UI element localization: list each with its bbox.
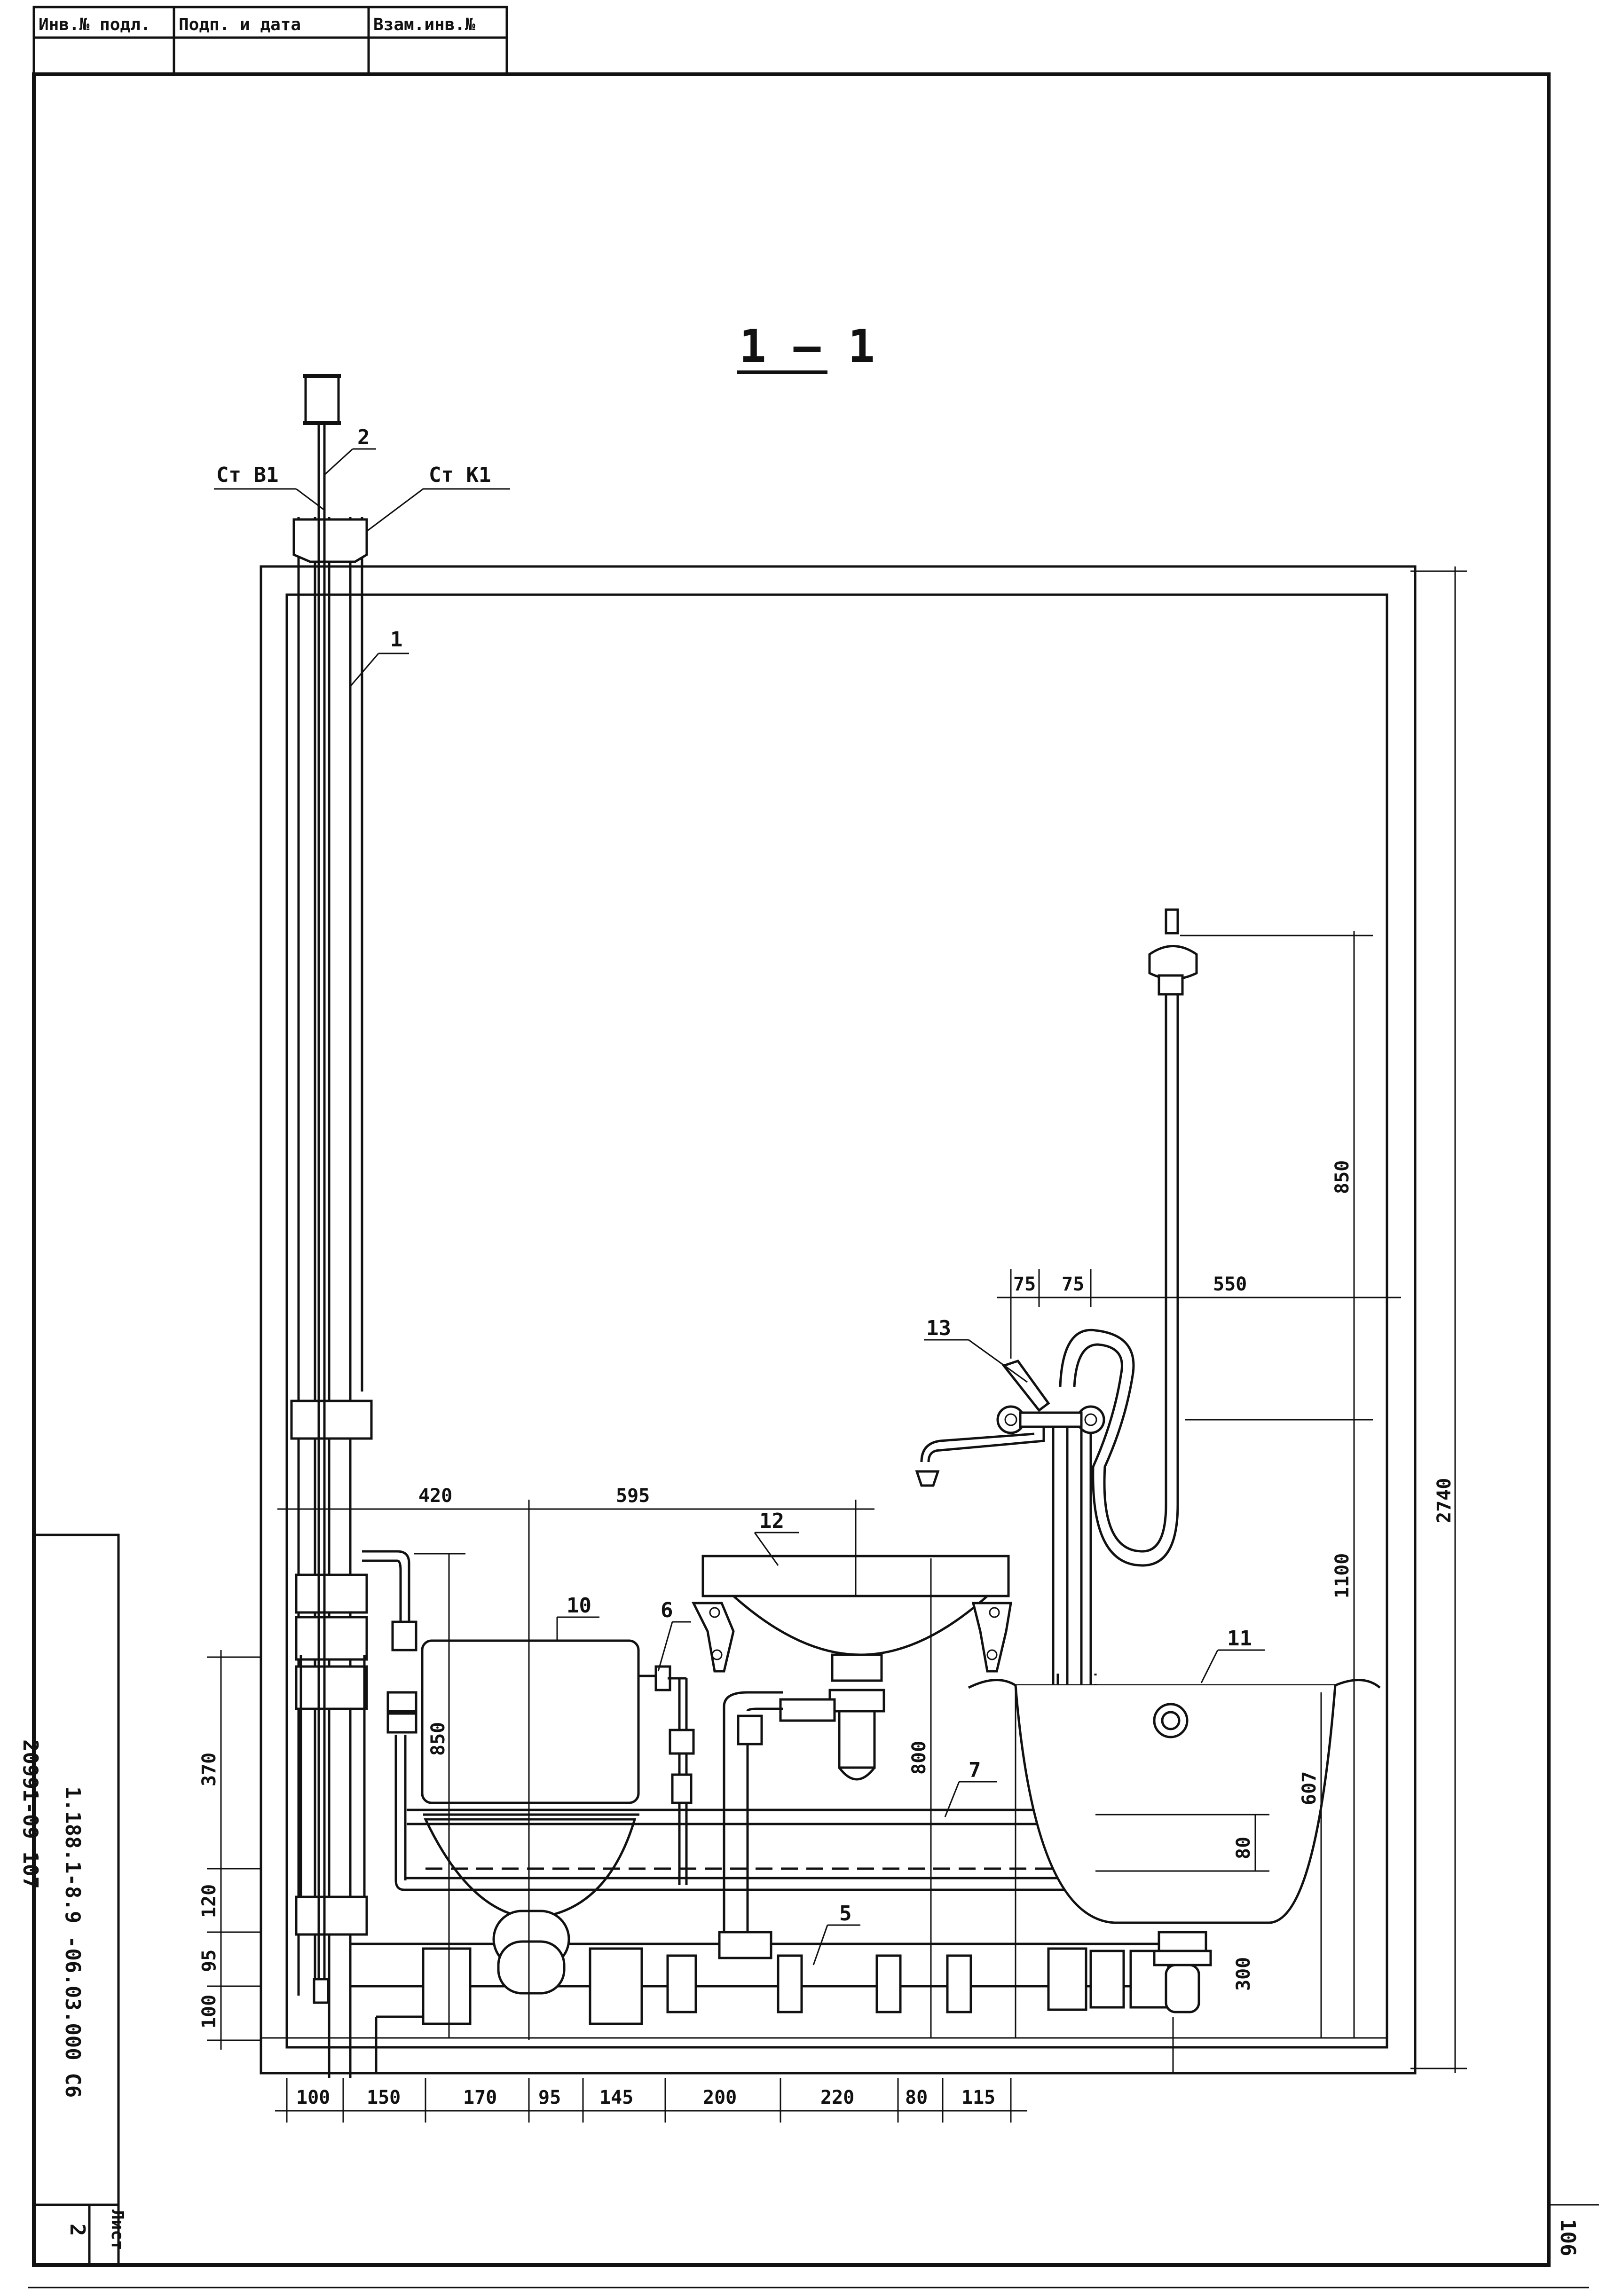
sewer-riser [290,517,373,2078]
dim-left-370: 370 [198,1753,220,1786]
shower-head [1148,908,1198,996]
callout-10: 10 [567,1594,591,1618]
dim-shower-550: 550 [1213,1274,1247,1295]
riser-label-sewer: Ст К1 [429,463,491,487]
dim-bottom-150: 150 [367,2087,401,2108]
dim-chain-shower [997,1269,1401,1359]
dim-right-850: 850 [1331,1160,1353,1194]
callout-6: 6 [661,1598,673,1622]
shower-assembly [915,978,1179,1685]
callouts [323,448,1265,1966]
header-cell-replace: Взам.инв.№ [373,15,475,34]
bathtub [968,1679,1381,2013]
header-stamp [32,6,508,76]
dim-bottom-95: 95 [538,2087,561,2108]
dim-left-95: 95 [198,1950,220,1972]
sewer-main-pipe [350,1942,1175,2073]
dim-chain-left [207,1650,261,2050]
dim-bottom-115: 115 [961,2087,995,2108]
stamp-code: 1.188.1-8.9 -06.03.000 С6 [61,1786,85,2098]
callout-2: 2 [357,425,370,449]
dim-right-300: 300 [1233,1957,1254,1991]
dim-shower-75b: 75 [1062,1274,1084,1295]
callout-11: 11 [1227,1627,1252,1651]
dim-right-607: 607 [1299,1771,1320,1805]
dim-upper-595: 595 [616,1485,650,1507]
page-number: 106 [1556,2219,1580,2256]
dim-left-100: 100 [198,1995,220,2029]
dim-inner [414,1553,1016,2038]
callout-12: 12 [759,1509,784,1533]
stamp-sheet-label: Лист [108,2210,127,2250]
washbasin-drain [718,1691,783,1959]
water-riser [303,374,341,2004]
dim-bottom-200: 200 [703,2087,737,2108]
header-cell-inv: Инв.№ подл. [39,15,150,34]
header-cell-sign: Подп. и дата [179,15,301,34]
dim-right-2740: 2740 [1434,1478,1455,1523]
dim-bottom-80: 80 [905,2087,928,2108]
callout-13: 13 [926,1316,951,1340]
stamp-number: 20991-09 107 [18,1739,42,1889]
title-block [32,1533,120,2266]
wc-water-supply [362,1550,1095,1891]
dim-inner-800: 800 [908,1741,930,1775]
dim-chain-upper [277,1500,874,2040]
stamp-sheet-value: 2 [65,2224,89,2236]
dim-right-80: 80 [1233,1837,1254,1859]
riser-label-water: Ст В1 [216,463,278,487]
callout-7: 7 [969,1758,981,1782]
dim-upper-420: 420 [418,1485,452,1507]
room-walls [260,565,1417,2075]
dim-shower-75a: 75 [1013,1274,1036,1295]
dim-inner-850: 850 [427,1722,449,1756]
washbasin [691,1555,1012,1781]
callout-5: 5 [839,1902,852,1926]
section-title: 1 — 1 [739,320,875,373]
dim-bottom-220: 220 [820,2087,854,2108]
dim-left-120: 120 [198,1884,220,1918]
dim-chain-bottom [275,2078,1027,2123]
dim-right-1100: 1100 [1331,1553,1353,1598]
sheet-frame [28,72,1599,2288]
callout-1: 1 [390,628,403,652]
dim-bottom-100: 100 [296,2087,330,2108]
dim-bottom-170: 170 [463,2087,497,2108]
dim-chain-right [1095,566,1467,2073]
dim-bottom-145: 145 [599,2087,633,2108]
